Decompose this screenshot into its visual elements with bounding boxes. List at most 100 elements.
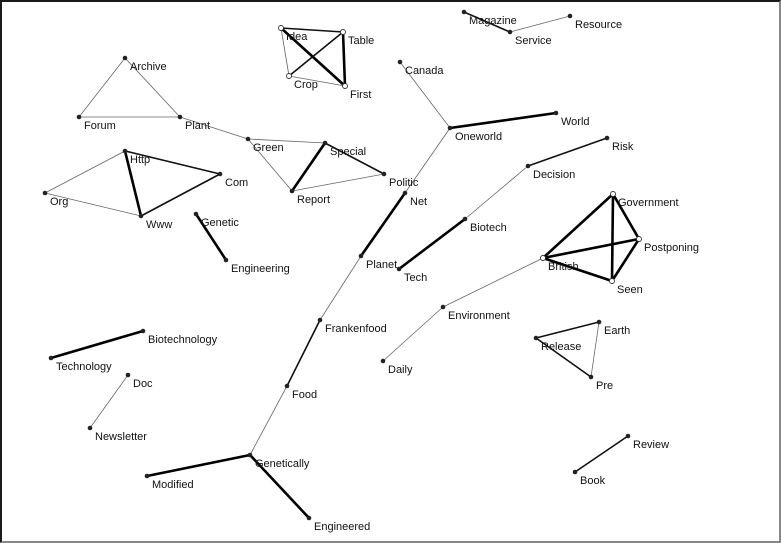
node-engineering[interactable] [223,257,229,263]
node-label-org: Org [50,196,68,208]
node-tech[interactable] [396,266,402,272]
node-postponing[interactable] [636,236,642,242]
edge-government-postponing [611,192,641,241]
node-release[interactable] [533,335,539,341]
node-label-technology: Technology [56,361,112,373]
node-modified[interactable] [144,473,150,479]
edge-earth-pre [590,321,600,378]
edge-http-com [124,150,221,175]
node-label-release: Release [541,341,581,353]
node-environment[interactable] [440,304,446,310]
edge-report-politic [291,173,385,192]
edge-idea-table [280,27,344,33]
node-engineered[interactable] [306,515,312,521]
edge-genetic-engineering [194,212,228,262]
edge-idea-crop [280,27,290,77]
node-report[interactable] [289,188,295,194]
node-label-resource: Resource [575,19,622,31]
node-green[interactable] [245,136,251,142]
node-first[interactable] [342,83,348,89]
edge-canada-oneworld [399,61,451,129]
node-genetically[interactable] [247,452,253,458]
edge-biotechnology-technology [49,329,145,360]
node-canada[interactable] [397,59,403,65]
edge-oneworld-world [448,111,558,130]
edge-environment-daily [382,306,444,362]
node-resource[interactable] [567,13,573,19]
edge-government-british [541,192,615,260]
node-label-plant: Plant [185,120,210,132]
node-label-frankenfood: Frankenfood [325,323,387,335]
node-special[interactable] [322,140,328,146]
node-seen[interactable] [609,278,615,284]
node-label-food: Food [292,389,317,401]
edges-layer [44,11,641,520]
node-genetic[interactable] [193,211,199,217]
node-decision[interactable] [525,163,531,169]
node-crop[interactable] [286,73,292,79]
node-label-idea: Idea [286,31,308,43]
node-label-green: Green [253,142,284,154]
node-daily[interactable] [380,358,386,364]
edge-postponing-seen [610,237,641,283]
node-review[interactable] [625,433,631,439]
node-archive[interactable] [122,55,128,61]
node-label-seen: Seen [617,284,643,296]
edge-british-seen [541,256,614,283]
node-org[interactable] [42,190,48,196]
edge-review-book [574,435,629,473]
node-label-www: Www [146,219,172,231]
edge-net-planet [359,191,407,258]
node-label-pre: Pre [596,380,613,392]
node-earth[interactable] [596,319,602,325]
edge-risk-decision [527,137,608,167]
node-label-decision: Decision [533,169,575,181]
node-com[interactable] [217,171,223,177]
node-magazine[interactable] [461,9,467,15]
node-oneworld[interactable] [447,125,453,131]
node-book[interactable] [572,469,578,475]
node-risk[interactable] [604,135,610,141]
node-pre[interactable] [588,374,594,380]
node-plant[interactable] [177,114,183,120]
node-frankenfood[interactable] [317,317,323,323]
node-politic[interactable] [381,171,387,177]
node-government[interactable] [610,191,616,197]
node-label-com: Com [225,177,248,189]
edge-release-pre [535,337,592,378]
node-label-daily: Daily [388,364,413,376]
edge-government-seen [610,192,615,283]
edge-special-report [290,141,327,193]
node-idea[interactable] [278,25,284,31]
node-food[interactable] [284,383,290,389]
node-newsletter[interactable] [87,425,93,431]
edge-frankenfood-food [286,319,321,387]
node-planet[interactable] [358,253,364,259]
node-http[interactable] [122,148,128,154]
node-world[interactable] [553,110,559,116]
node-label-table: Table [348,35,374,47]
node-label-engineering: Engineering [231,263,290,275]
node-net[interactable] [402,190,408,196]
edge-magazine-service [463,11,511,33]
node-forum[interactable] [76,114,82,120]
node-biotechnology[interactable] [140,328,146,334]
node-table[interactable] [340,29,346,35]
node-biotech[interactable] [462,216,468,222]
node-label-canada: Canada [405,65,444,77]
node-technology[interactable] [48,355,54,361]
node-doc[interactable] [125,372,131,378]
node-label-biotechnology: Biotechnology [148,334,218,346]
node-label-review: Review [633,439,669,451]
node-label-report: Report [297,194,330,206]
edge-british-environment [442,257,544,308]
edge-doc-newsletter [89,374,129,429]
node-www[interactable] [138,213,144,219]
node-label-special: Special [330,146,366,158]
edge-decision-biotech [464,165,529,220]
edge-genetically-modified [145,453,252,478]
node-british[interactable] [540,255,546,261]
node-service[interactable] [507,29,513,35]
node-label-net: Net [410,196,427,208]
